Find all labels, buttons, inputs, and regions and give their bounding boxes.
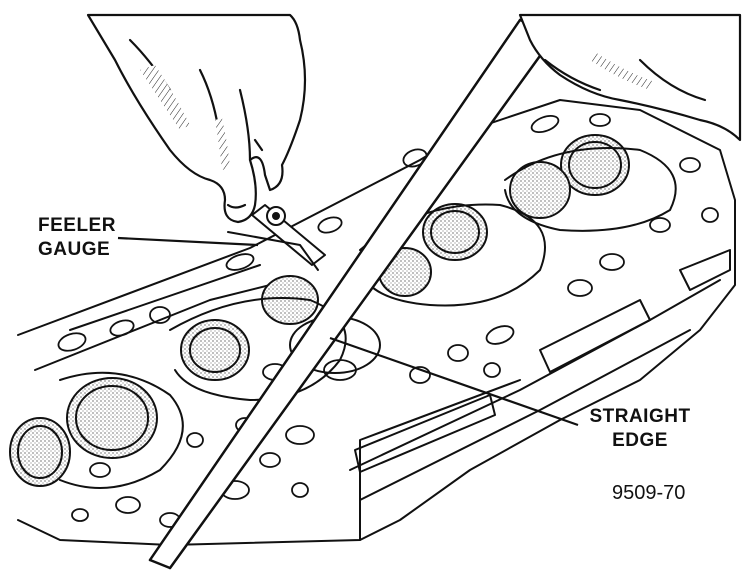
straight-edge-label-line1: STRAIGHT <box>589 406 691 427</box>
combustion-chamber-top-right <box>504 134 677 232</box>
leader-lines <box>117 236 579 427</box>
feeler-gauge-label: FEELER GAUGE <box>38 214 116 262</box>
feeler-gauge-label-line1: FEELER <box>38 215 116 236</box>
feeler-gauge-label-line2: GAUGE <box>38 239 111 260</box>
combustion-chamber-center <box>169 275 381 401</box>
figure-number: 9509-70 <box>612 482 686 504</box>
straight-edge-label: STRAIGHT EDGE <box>585 405 695 453</box>
hand-left-shading <box>140 65 230 170</box>
straight-edge-label-line2: EDGE <box>612 430 668 451</box>
feeler-gauge-leader <box>117 236 259 247</box>
straight-edge-leader <box>329 336 579 427</box>
feeler-gauge <box>227 204 326 271</box>
hand-left <box>86 13 307 224</box>
combustion-chamber-lower-left <box>9 371 184 489</box>
